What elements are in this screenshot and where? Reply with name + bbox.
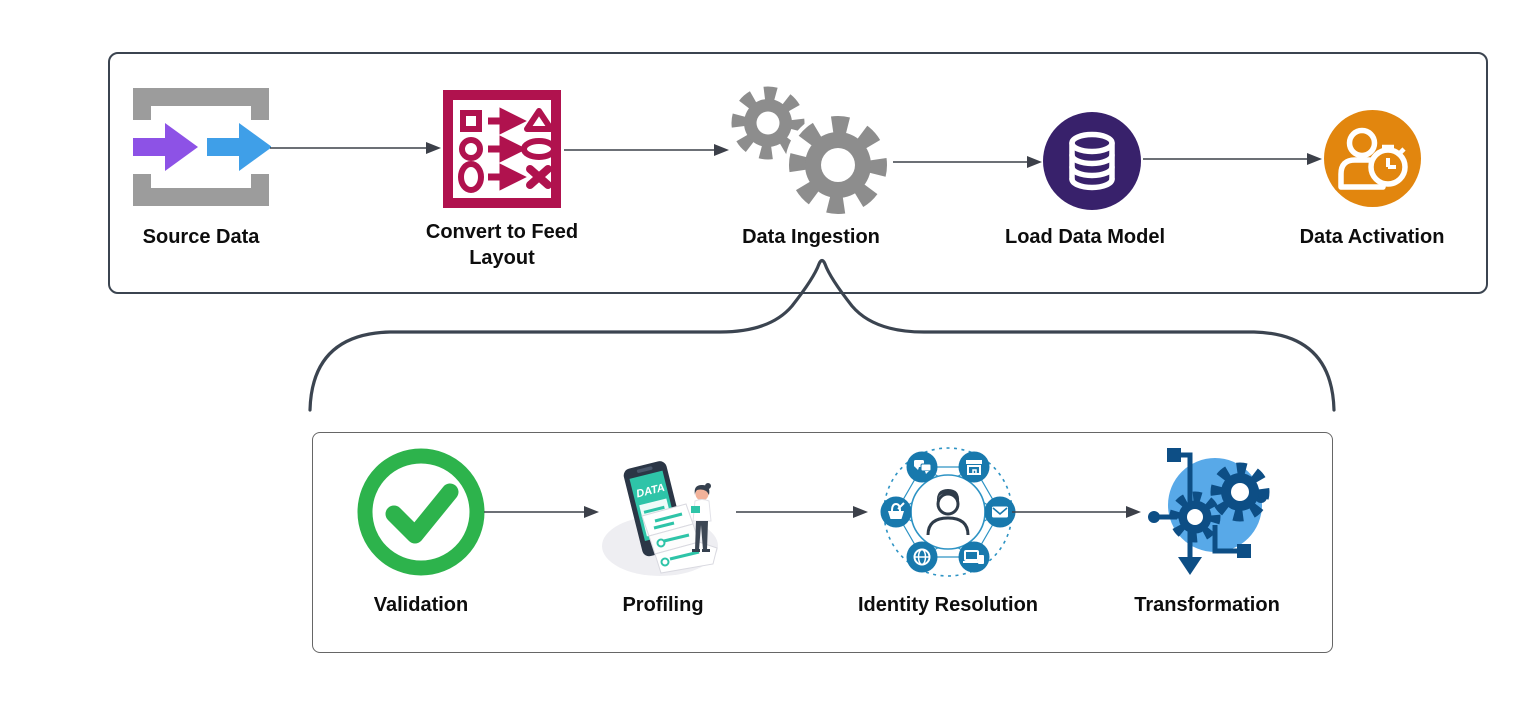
person-figure (691, 483, 712, 552)
person-center-icon (926, 489, 970, 536)
arrow-connector (564, 144, 729, 156)
channel-nodes (880, 451, 1016, 573)
expand-brace (308, 258, 1336, 412)
store-node-icon (958, 451, 990, 483)
arrow-connector (893, 156, 1042, 168)
email-node-icon (984, 496, 1016, 528)
gears-circuit-icon (1148, 448, 1270, 575)
dark-gears (1169, 462, 1270, 543)
devices-node-icon (958, 541, 990, 573)
node-label-convert-feed: Convert to Feed Layout (425, 221, 579, 269)
receipt-icon (641, 503, 718, 574)
basket-node-icon (880, 496, 912, 528)
database-icon (1043, 112, 1141, 210)
data-report-illustration: DATA (602, 461, 718, 576)
arrow-connector (1012, 506, 1141, 518)
node-label-validation: Validation (373, 594, 469, 616)
arrow-connector (1143, 153, 1322, 165)
globe-node-icon (906, 541, 938, 573)
check-circle-icon (357, 448, 485, 576)
node-label-data-ingestion: Data Ingestion (742, 226, 880, 248)
ingestion-subflow-container (312, 432, 1333, 653)
node-label-identity-resolution: Identity Resolution (858, 594, 1038, 616)
shape-conversion-icon (443, 90, 561, 208)
node-label-data-activation: Data Activation (1299, 226, 1445, 248)
audience-timer-icon (1324, 110, 1421, 207)
node-label-source-data: Source Data (142, 226, 260, 248)
import-arrows-icon (133, 88, 271, 206)
gears-icon (731, 86, 891, 218)
node-label-profiling: Profiling (622, 594, 704, 616)
node-label-load-data-model: Load Data Model (1004, 226, 1166, 248)
arrow-connector (736, 506, 868, 518)
chat-node-icon (906, 451, 938, 483)
arrow-connector (270, 142, 441, 154)
identity-network-icon (880, 447, 1016, 577)
arrow-connector (484, 506, 599, 518)
node-label-transformation: Transformation (1134, 594, 1280, 616)
